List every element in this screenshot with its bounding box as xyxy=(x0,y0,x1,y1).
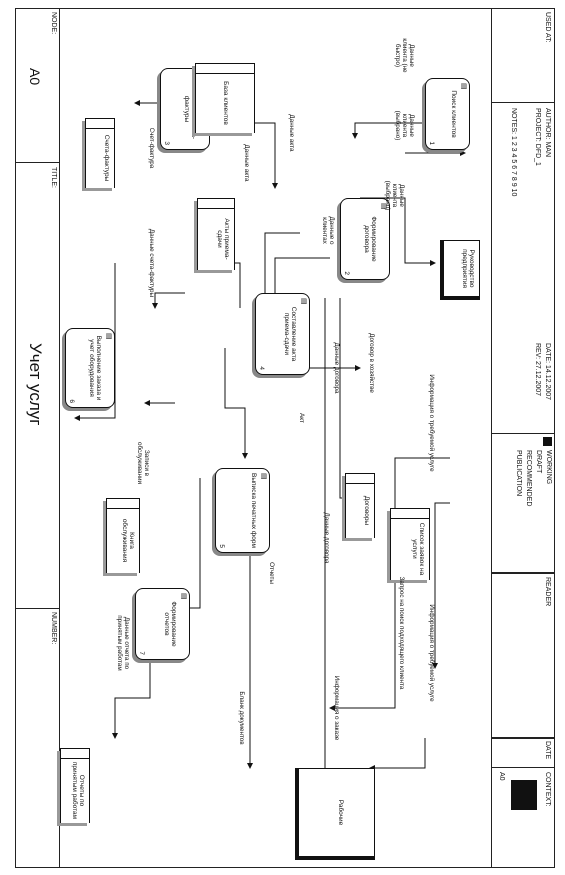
process-7-icon: ▤ xyxy=(180,593,187,600)
process-2-number: 2 xyxy=(343,271,350,275)
flow-label-13: Данные отчета по принятым работам xyxy=(116,615,130,671)
store-clients-tab xyxy=(196,64,254,74)
process-3-number: 3 xyxy=(163,141,170,145)
store-invoices[interactable]: Счета-фактуры xyxy=(85,118,115,188)
process-7[interactable]: ▤ Формирование отчетов 7 xyxy=(135,588,190,660)
store-requests[interactable]: Список заявок на услуги xyxy=(390,508,430,580)
store-invoices-tab xyxy=(86,119,114,129)
store-acts-tab xyxy=(198,199,234,209)
process-6-icon: ▤ xyxy=(105,333,112,340)
process-5[interactable]: ▤ Выписка печатных форм 5 xyxy=(215,468,270,553)
flow-label-15: Информация о заказе xyxy=(333,675,340,741)
flow-line-p4-p5 xyxy=(224,348,248,459)
flow-label-3: Данные клиента (выбрано) xyxy=(384,180,405,211)
process-6-label: Выполнение заказа и учет оборудования xyxy=(88,335,102,401)
store-clients[interactable]: База клиентов xyxy=(195,63,255,133)
store-service-book[interactable]: Книга обслуживания xyxy=(106,498,140,573)
process-2[interactable]: ▤ Формирование договора 2 xyxy=(340,198,390,280)
flow-line-client-info xyxy=(369,738,426,771)
flow-label-20: Данные акта xyxy=(288,114,295,152)
process-2-label: Формирование договора xyxy=(363,216,377,262)
store-acts[interactable]: Акты приема-сдачи xyxy=(197,198,235,270)
flow-line-acts xyxy=(152,292,185,309)
diagram-sheet: USED AT: AUTHOR: MAN PROJECT: DFD_1 NOTE… xyxy=(15,8,555,868)
process-6[interactable]: ▤ Выполнение заказа и учет оборудования … xyxy=(65,328,115,408)
process-5-icon: ▤ xyxy=(260,473,267,480)
flow-label-10: Акт xyxy=(298,413,305,423)
store-acts-label: Акты приема-сдачи xyxy=(216,218,230,260)
flow-label-2: Данные клиента (выбрано) xyxy=(394,110,415,141)
flow-label-1: Данные клиента (не быстро) xyxy=(394,38,415,73)
store-reports-tab xyxy=(61,749,89,759)
flow-label-19: Записи в обслуживании xyxy=(136,441,150,485)
store-requests-tab xyxy=(391,509,429,519)
process-7-number: 7 xyxy=(138,651,145,655)
flow-line-p2-store4 xyxy=(339,298,366,501)
process-7-label: Формирование отчетов xyxy=(163,601,177,647)
flow-label-5: Счет-фактура xyxy=(148,127,155,169)
store-contracts-tab xyxy=(346,474,374,484)
flow-label-17: Информация о требуемой услуге xyxy=(428,604,435,702)
flow-label-7: Договор в хозяйстве xyxy=(368,333,375,393)
flow-line-p2-p4 xyxy=(262,232,300,309)
flow-label-6: Данные счета-фактуры xyxy=(148,228,155,298)
store-contracts-label: Договоры xyxy=(363,495,370,526)
store-clients-label: База клиентов xyxy=(222,81,229,125)
store-reports-label: Отчеты по принятым работам xyxy=(71,761,85,820)
process-4[interactable]: ▤ Составление акта приема-сдачи 4 xyxy=(255,293,310,375)
external-management: Руководство предприятия xyxy=(440,240,480,300)
process-1-icon: ▤ xyxy=(460,83,467,90)
process-4-icon: ▤ xyxy=(300,298,307,305)
process-4-label: Составление акта приема-сдачи xyxy=(283,306,297,362)
flow-label-4: Данные акта xyxy=(243,144,250,182)
flow-line-client-in xyxy=(352,122,450,139)
store-invoices-label: Счета-фактуры xyxy=(103,134,110,182)
flow-label-11: Данные договора xyxy=(323,512,330,564)
store-requests-label: Список заявок на услуги xyxy=(411,522,425,576)
process-1-number: 1 xyxy=(428,141,435,145)
flow-label-14: Бланк документов xyxy=(238,691,245,745)
flow-line-req-service xyxy=(432,502,450,669)
process-5-label: Выписка печатных форм xyxy=(250,473,257,548)
flow-line-request xyxy=(329,457,450,711)
store-reports[interactable]: Отчеты по принятым работам xyxy=(60,748,90,823)
process-6-number: 6 xyxy=(68,399,75,403)
process-4-number: 4 xyxy=(258,366,265,370)
process-5-number: 5 xyxy=(218,544,225,548)
flow-line-p3-p5 xyxy=(74,263,116,421)
store-service-book-label: Книга обслуживания xyxy=(121,518,135,563)
store-contracts[interactable]: Договоры xyxy=(345,473,375,538)
process-1-label: Поиск клиентов xyxy=(450,90,457,138)
flow-line-p7-report xyxy=(112,658,151,739)
flow-label-9: Данные договора xyxy=(333,342,340,394)
store-service-book-tab xyxy=(107,499,139,509)
external-workers: Рабочие xyxy=(295,768,375,860)
flow-label-8: Данные о клиентах xyxy=(321,216,335,245)
process-1[interactable]: ▤ Поиск клиентов 1 xyxy=(425,78,470,150)
flow-label-18: Информация о требуемой услуге xyxy=(428,374,435,472)
flow-label-16: Запрос на поиск подходящего клиента xyxy=(398,576,405,690)
flow-label-12: Отчеты xyxy=(268,562,275,584)
